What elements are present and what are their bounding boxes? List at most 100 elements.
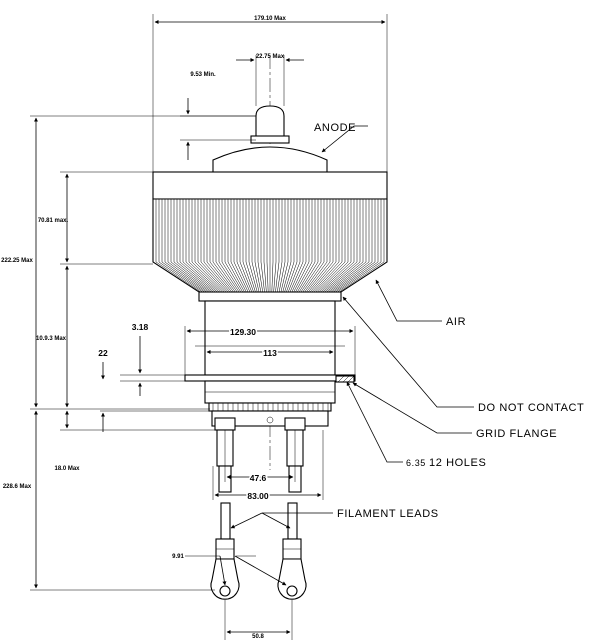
radiator-fin (254, 199, 262, 293)
tube-cylinder (204, 300, 336, 376)
filament-terminal-right (284, 417, 306, 493)
radiator-fin (339, 199, 385, 293)
radiator-fin (335, 199, 379, 293)
radiator-fin (293, 199, 310, 293)
base-plate (208, 402, 332, 412)
radiator-fin (218, 199, 240, 293)
dim-flange-dia: 129.30 (230, 327, 256, 337)
filament-lead-right (277, 502, 307, 600)
radiator-fin (212, 199, 236, 293)
radiator-fin (287, 199, 301, 293)
radiator-fin (333, 199, 376, 293)
radiator-fin (275, 199, 280, 293)
radiator-fin (194, 199, 225, 293)
radiator-fin (297, 199, 316, 293)
radiator-fin (291, 199, 307, 293)
radiator-fin (318, 199, 352, 293)
radiator-fin (320, 199, 355, 293)
radiator-fin (239, 199, 253, 293)
radiator-fin (236, 199, 251, 293)
radiator-fin (257, 199, 263, 293)
radiator-fin (185, 199, 220, 293)
radiator-fin (286, 199, 298, 293)
radiator-fin (191, 199, 223, 293)
radiator-fin (215, 199, 238, 293)
dim-lug-spacing: 50.8 (252, 634, 264, 640)
radiator-fin (277, 199, 283, 293)
radiator-fin (155, 199, 201, 293)
dim-inner-pins: 47.6 (250, 473, 267, 483)
radiator-fin (167, 199, 209, 293)
label-hole-size: 6.35 (406, 458, 426, 468)
label-filament-leads: FILAMENT LEADS (337, 508, 439, 520)
base-center-mark (266, 416, 274, 424)
radiator-fin (326, 199, 364, 293)
radiator-fin (221, 199, 242, 293)
radiator-fin (266, 199, 269, 293)
radiator-fin (197, 199, 227, 293)
radiator-fin (173, 199, 212, 293)
dimension-lines (30, 14, 388, 640)
radiator-fin (282, 199, 292, 293)
radiator-fin (164, 199, 207, 293)
radiator-fin (289, 199, 304, 293)
radiator-fin (206, 199, 232, 293)
radiator-fin (158, 199, 203, 293)
radiator-fin (263, 199, 267, 293)
dimension-labels: 179.10 Max 22.75 Max 9.53 Min. 70.81 max… (1, 16, 286, 640)
label-grid-flange: GRID FLANGE (476, 428, 557, 440)
dim-overall-height: 222.25 Max (1, 258, 33, 264)
dim-body-dia: 113 (263, 348, 277, 358)
dim-lead-height: 228.6 Max (3, 484, 32, 490)
label-holes: 12 HOLES (429, 457, 486, 469)
dim-lug-hole: 9.91 (172, 554, 184, 560)
radiator-fin (300, 199, 322, 293)
radiator-fin (188, 199, 222, 293)
radiator-fin (322, 199, 358, 293)
radiator-fin (295, 199, 313, 293)
dim-flange-thickness: 3.18 (132, 322, 149, 332)
radiator-fin (227, 199, 245, 293)
radiator-fin (179, 199, 216, 293)
radiator-fin (242, 199, 254, 293)
flange-hole-symbol (335, 375, 355, 383)
radiator-fin (200, 199, 229, 293)
radiator-fin (315, 199, 346, 293)
radiator-fin (260, 199, 265, 293)
dim-stem-height: 9.53 Min. (190, 72, 216, 78)
dim-flange-offset: 22 (98, 348, 108, 358)
radiator-fin (308, 199, 334, 293)
radiator-fin (329, 199, 370, 293)
radiator-fin (309, 199, 337, 293)
filament-lead-left (210, 502, 240, 600)
dim-body-height: 10.9.3 Max (36, 336, 67, 342)
radiator-base-ring (198, 291, 342, 302)
anode-stem (255, 105, 285, 141)
radiator-fin (311, 199, 340, 293)
radiator-fin (245, 199, 256, 293)
label-do-not-contact: DO NOT CONTACT (478, 402, 584, 414)
radiator-fin (273, 199, 277, 293)
dim-base-height: 18.0 Max (54, 466, 80, 472)
anode-dome (212, 146, 328, 173)
radiator-fin (280, 199, 289, 293)
radiator-fin (331, 199, 373, 293)
radiator-fin (203, 199, 231, 293)
radiator-fin (278, 199, 286, 293)
dim-outer-pins: 83.00 (247, 491, 269, 501)
radiator-fin (324, 199, 361, 293)
radiator-fin (248, 199, 258, 293)
leader-lines (230, 125, 474, 529)
callout-labels: ANODE AIR DO NOT CONTACT GRID FLANGE 6.3… (314, 122, 584, 520)
dim-anode-stem: 22.75 Max (256, 54, 285, 60)
anode-stem-collar (250, 135, 290, 144)
radiator-fin (209, 199, 234, 293)
radiator-fin (306, 199, 331, 293)
radiator-fin (251, 199, 260, 293)
radiator-fin (230, 199, 247, 293)
radiator-fin (328, 199, 367, 293)
radiator-fin (224, 199, 243, 293)
radiator-fin (233, 199, 249, 293)
radiator-fin (302, 199, 325, 293)
